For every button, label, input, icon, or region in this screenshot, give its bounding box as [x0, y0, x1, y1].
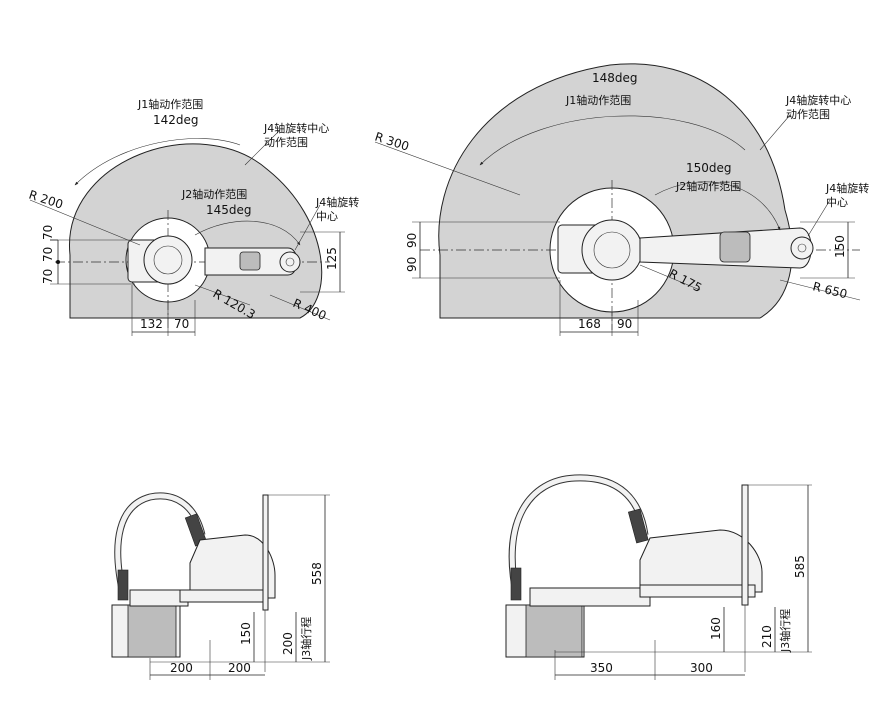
left-plan-view: J1轴动作范围 142deg J2轴动作范围 145deg J4轴旋转中心 动作… [27, 97, 359, 336]
right-dim-150: 150 [833, 235, 847, 258]
left-dim-125: 125 [325, 247, 339, 270]
right-j1-angle: 148deg [592, 71, 638, 85]
left-cable-bellow [117, 569, 129, 601]
right-dim-90d: 90 [617, 317, 632, 331]
right-dim-160: 160 [709, 617, 723, 640]
left-j4-range-line2: 动作范围 [264, 135, 308, 149]
left-dim-70b: 70 [41, 225, 55, 240]
left-j2-angle: 145deg [206, 203, 252, 217]
right-j4-range-line2: 动作范围 [786, 107, 830, 121]
right-dim-168: 168 [578, 317, 601, 331]
right-j3-stroke: J3轴行程 [778, 609, 792, 653]
right-robot-joint1 [581, 219, 643, 281]
left-dim-200b: 200 [228, 661, 251, 675]
left-side-column [129, 589, 189, 607]
right-r650: R 650 [811, 279, 848, 301]
left-dim-200a: 200 [170, 661, 193, 675]
right-j4-range-line1: J4轴旋转中心 [785, 93, 851, 107]
right-j1-label: J1轴动作范围 [565, 93, 631, 107]
left-j4-shaft [279, 251, 301, 273]
right-j4-center-line1: J4轴旋转 [825, 181, 869, 195]
right-side-arm [639, 529, 763, 593]
right-dim-210: 210 [760, 625, 774, 648]
left-j3-stroke: J3轴行程 [299, 617, 313, 661]
right-plan-view: 148deg J1轴动作范围 J4轴旋转中心 动作范围 150deg J2轴动作… [373, 63, 869, 336]
right-dim-90a: 90 [405, 233, 419, 248]
right-dim-90b: 90 [405, 257, 419, 272]
right-dim-585: 585 [793, 555, 807, 578]
right-side-view: 585 160 210 J3轴行程 350 300 [505, 474, 812, 680]
left-j4-center-line1: J4轴旋转 [315, 195, 359, 209]
right-dim-350: 350 [590, 661, 613, 675]
left-dim-70a: 70 [41, 247, 55, 262]
right-side-column [529, 587, 651, 607]
right-r300: R 300 [373, 130, 411, 154]
left-r200: R 200 [27, 188, 65, 212]
left-dim-70c: 70 [41, 269, 55, 284]
left-j4-center-line2: 中心 [316, 210, 338, 223]
left-dim-132: 132 [140, 317, 163, 331]
left-j1-label: J1轴动作范围 [137, 97, 203, 111]
left-j2-label: J2轴动作范围 [181, 187, 247, 201]
left-robot-joint1 [143, 235, 193, 285]
right-side-shaft [741, 484, 749, 606]
right-j4-center-line2: 中心 [826, 196, 848, 209]
left-side-view: 558 150 200 J3轴行程 200 200 [111, 492, 330, 680]
left-side-arm [189, 534, 276, 599]
left-dim-558: 558 [310, 562, 324, 585]
left-j4-range-line1: J4轴旋转中心 [263, 121, 329, 135]
right-j4-shaft [790, 236, 814, 260]
right-j2-angle: 150deg [686, 161, 732, 175]
left-side-shaft [262, 494, 269, 611]
left-dim-70d: 70 [174, 317, 189, 331]
left-dim-200v: 200 [281, 632, 295, 655]
left-j1-angle: 142deg [153, 113, 199, 127]
right-dim-300: 300 [690, 661, 713, 675]
left-dim-150: 150 [239, 622, 253, 645]
right-j2-label: J2轴动作范围 [675, 179, 741, 193]
right-cable-bellow [510, 567, 522, 601]
